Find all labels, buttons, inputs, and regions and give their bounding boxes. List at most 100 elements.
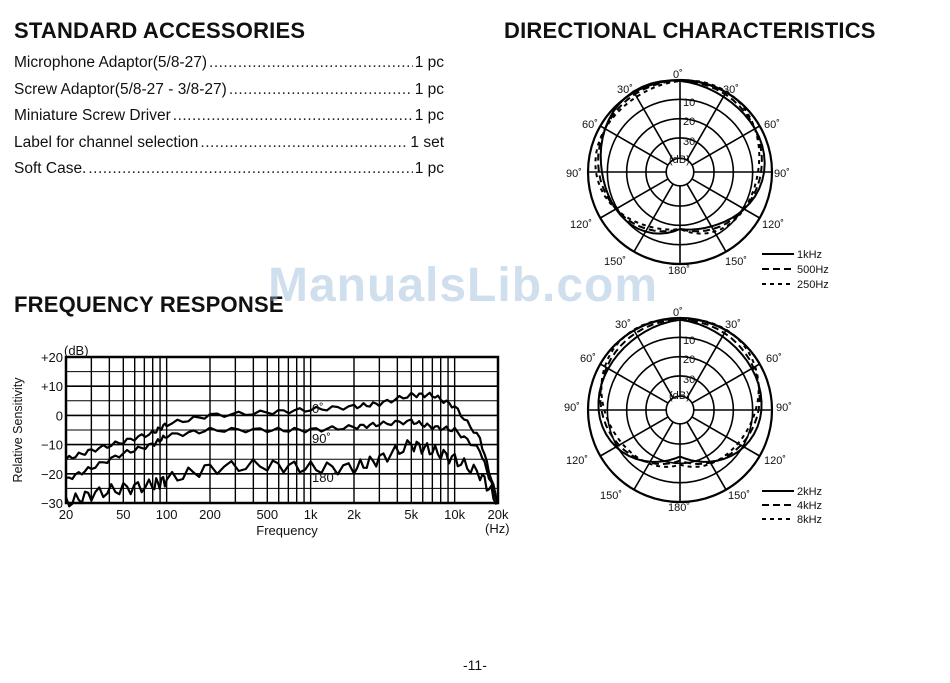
angle-label-90-right: 90˚	[774, 168, 790, 180]
legend-label-4khz: 4kHz	[797, 500, 822, 512]
curve-label-0: 0˚	[312, 401, 324, 416]
directional-title: DIRECTIONAL CHARACTERISTICS	[504, 18, 876, 43]
x-axis-label: Frequency	[256, 523, 318, 538]
ring-label-30: 30	[683, 374, 695, 386]
polar-pattern-1	[599, 318, 761, 466]
x-tick-label: 50	[116, 507, 130, 522]
accessory-name: Miniature Screw Driver	[14, 107, 171, 124]
accessory-name: Label for channel selection	[14, 134, 199, 151]
polar-spoke	[686, 421, 727, 491]
polar-spoke	[686, 183, 727, 253]
polar-chart-low: 0˚ 30˚ 30˚ 60˚ 60˚ 90˚ 90˚ 120˚ 120˚ 150…	[566, 69, 829, 291]
watermark-logo: ManualsLib.com	[268, 259, 659, 312]
page-number: -11-	[463, 657, 487, 673]
accessories-title: STANDARD ACCESSORIES	[14, 18, 306, 43]
polar-spoke	[633, 329, 674, 399]
accessory-qty: 1 set	[410, 134, 444, 151]
polar-ring	[665, 395, 695, 425]
ring-label-db: (dB)	[669, 154, 690, 166]
plot-frame	[64, 355, 500, 505]
angle-label-60-right: 60˚	[766, 353, 782, 365]
accessory-qty: 1 pc	[414, 107, 444, 124]
angle-label-60-left: 60˚	[582, 119, 598, 131]
polar-spoke	[599, 363, 669, 404]
y-tick-label: −30	[41, 496, 63, 511]
polar-spoke	[633, 183, 674, 253]
dot-leader	[229, 81, 413, 99]
angle-label-120-left: 120˚	[570, 219, 592, 231]
angle-label-120-left: 120˚	[566, 455, 588, 467]
ring-label-10: 10	[683, 335, 695, 347]
polar-chart-high: 0˚ 30˚ 30˚ 60˚ 60˚ 90˚ 90˚ 120˚ 120˚ 150…	[564, 307, 822, 526]
legend-label-1khz: 1kHz	[797, 249, 822, 261]
x-tick-label: 200	[199, 507, 221, 522]
accessory-name: Microphone Adaptor(5/8-27)	[14, 54, 208, 71]
legend-label-8khz: 8kHz	[797, 514, 822, 526]
polar-spoke	[599, 416, 669, 457]
x-tick-label: 2k	[347, 507, 361, 522]
ring-label-30: 30	[683, 136, 695, 148]
ring-label-db: (dB)	[669, 390, 690, 402]
angle-label-30-left: 30˚	[617, 84, 633, 96]
accessory-qty: 1 pc	[414, 160, 444, 177]
y-axis-label: Relative Sensitivity	[11, 377, 25, 483]
polar-spoke	[691, 125, 761, 166]
y-tick-label: 0	[56, 408, 63, 423]
dot-leader	[209, 54, 413, 72]
angle-label-120-right: 120˚	[764, 455, 786, 467]
accessory-row: Microphone Adaptor(5/8-27) 1 pc	[14, 54, 444, 72]
polar-spoke	[691, 416, 761, 457]
angle-label-30-right: 30˚	[725, 319, 741, 331]
dot-leader	[88, 160, 412, 178]
polar-spoke	[691, 178, 761, 219]
x-tick-label: 500	[256, 507, 278, 522]
polar-pattern-2	[600, 318, 760, 468]
angle-label-30-left: 30˚	[615, 319, 631, 331]
accessory-row: Miniature Screw Driver 1 pc	[14, 107, 444, 125]
legend-label-500hz: 500Hz	[797, 264, 829, 276]
series-line-2	[64, 439, 499, 508]
ring-label-20: 20	[683, 354, 695, 366]
dot-leader	[173, 107, 413, 125]
angle-label-90-left: 90˚	[566, 168, 582, 180]
polar-spoke	[599, 125, 669, 166]
accessory-row: Screw Adaptor(5/8-27 - 3/8-27) 1 pc	[14, 81, 444, 99]
angle-label-0: 0˚	[673, 307, 683, 319]
polar-pattern-0	[597, 318, 763, 463]
accessory-qty: 1 pc	[414, 54, 444, 71]
angle-label-30-right: 30˚	[723, 84, 739, 96]
polar-spoke	[686, 91, 727, 161]
polar-spoke	[599, 178, 669, 219]
accessory-qty: 1 pc	[414, 81, 444, 98]
accessory-name: Screw Adaptor(5/8-27 - 3/8-27)	[14, 81, 227, 98]
hz-unit: (Hz)	[485, 521, 510, 536]
angle-label-90-right: 90˚	[776, 402, 792, 414]
frequency-title: FREQUENCY RESPONSE	[14, 292, 284, 317]
ring-label-20: 20	[683, 116, 695, 128]
y-tick-label: −20	[41, 467, 63, 482]
accessory-row: Soft Case. 1 pc	[14, 160, 444, 178]
curve-label-180: 180˚	[312, 470, 338, 485]
polar-spoke	[686, 329, 727, 399]
polar-pattern-2	[594, 79, 761, 235]
ring-label-10: 10	[683, 97, 695, 109]
accessory-name: Soft Case.	[14, 160, 87, 177]
polar-spoke	[633, 91, 674, 161]
legend-label-2khz: 2kHz	[797, 486, 822, 498]
x-tick-label: 20	[59, 507, 73, 522]
x-tick-label: 100	[156, 507, 178, 522]
angle-label-0: 0˚	[673, 69, 683, 81]
series-line-0	[65, 391, 500, 504]
angle-label-180: 180˚	[668, 265, 690, 277]
accessory-row: Label for channel selection 1 set	[14, 134, 444, 152]
y-tick-label: −10	[41, 438, 63, 453]
frequency-chart: (dB) Relative Sensitivity +20+100−10−20−…	[11, 343, 510, 538]
angle-label-180: 180˚	[668, 502, 690, 514]
x-tick-label: 5k	[404, 507, 418, 522]
y-tick-label: +10	[41, 379, 63, 394]
angle-label-120-right: 120˚	[762, 219, 784, 231]
db-unit: (dB)	[64, 343, 89, 358]
x-tick-label: 10k	[444, 507, 465, 522]
angle-label-90-left: 90˚	[564, 402, 580, 414]
angle-label-60-left: 60˚	[580, 353, 596, 365]
